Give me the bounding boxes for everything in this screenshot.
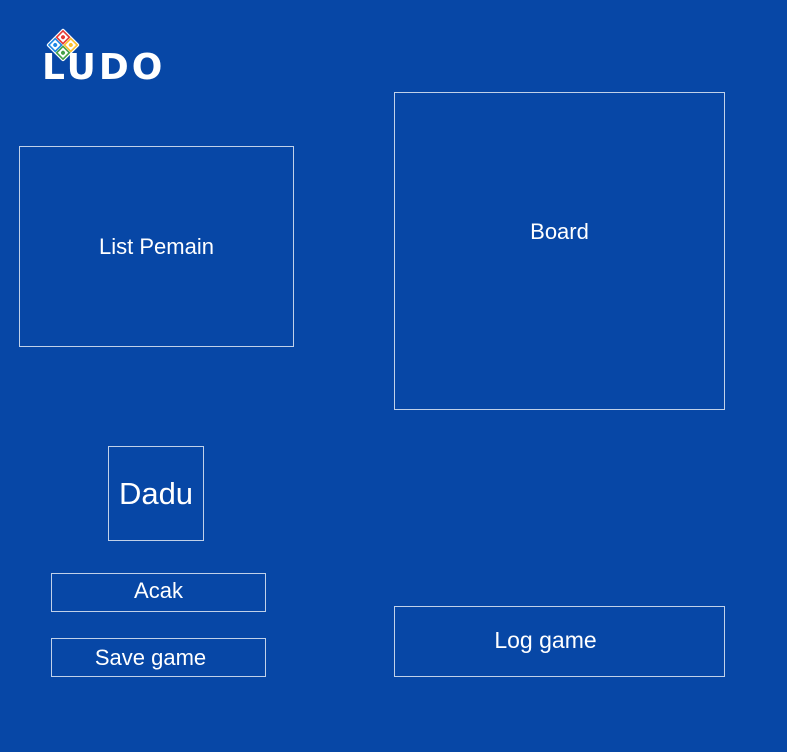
- game-log-label: Log game: [494, 627, 597, 653]
- save-game-button[interactable]: Save game: [51, 638, 266, 677]
- save-game-label: Save game: [94, 644, 207, 670]
- roll-dice-label: Acak: [134, 577, 183, 603]
- logo-text: LUDO: [42, 47, 166, 88]
- game-log-panel: Log game: [394, 606, 725, 677]
- dice-label: Dadu: [118, 475, 194, 511]
- dice[interactable]: Dadu: [108, 446, 204, 541]
- board-label: Board: [530, 219, 589, 244]
- player-list-panel: List Pemain: [19, 146, 294, 347]
- game-board[interactable]: Board: [394, 92, 725, 410]
- player-list-label: List Pemain: [99, 233, 214, 259]
- ludo-logo: LUDO: [42, 28, 162, 90]
- roll-dice-button[interactable]: Acak: [51, 573, 266, 612]
- ludo-board-icon: [46, 28, 80, 62]
